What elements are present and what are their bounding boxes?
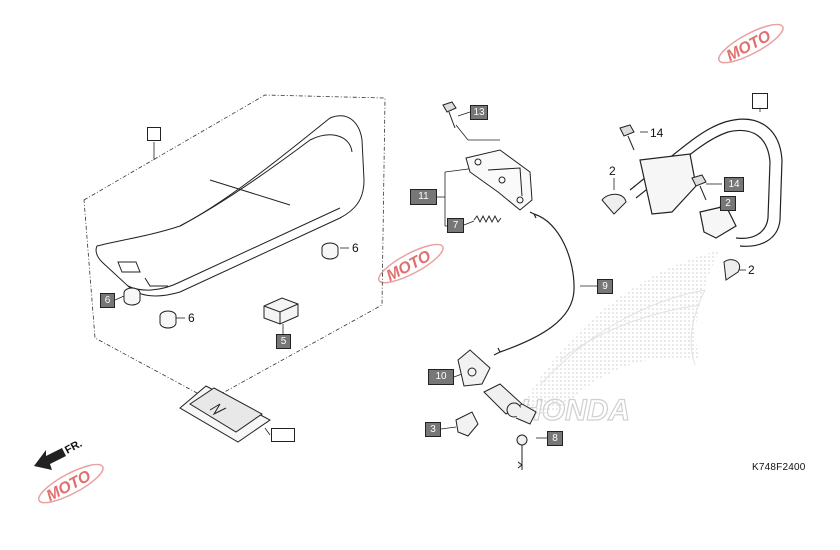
cable-bracket [457,349,491,387]
seat-clip [263,297,299,325]
end-cap [601,193,740,281]
callout-6-c: 6 [188,311,195,325]
callout-grab-rail [752,93,768,109]
bolt-14 [619,124,707,201]
callout-5: 5 [276,334,291,349]
front-arrow-icon [34,448,66,470]
callout-7: 7 [447,218,464,233]
callout-14-b: 14 [724,177,744,192]
document-bag [179,385,271,443]
callout-9: 9 [597,279,613,294]
rubber-cushion [123,242,339,329]
callout-6-a: 6 [352,241,359,255]
bolt-13 [442,101,457,129]
honda-watermark-text: HONDA [520,394,630,427]
moto-watermark-top: MOTO [718,23,784,65]
callout-2-c: 2 [748,263,755,277]
spring-7 [473,214,502,224]
callout-seat [147,127,161,141]
brand-wing-watermark: HONDA [515,250,720,428]
callout-6-b: 6 [100,293,115,308]
callout-3: 3 [425,422,441,437]
leader-lines [114,93,761,439]
callout-11: 11 [410,189,437,205]
seat-assembly-frame [83,94,386,401]
callout-8: 8 [547,431,563,446]
cable-clamp [455,411,479,437]
diagram-code: K748F2400 [752,462,806,473]
key-cylinder [483,383,537,470]
seat-lock-cable [493,211,575,356]
callout-13: 13 [470,105,488,120]
seat-drawing [95,115,365,297]
moto-watermark-middle: MOTO [378,243,444,285]
callout-document-bag [271,428,295,442]
callout-2-b: 2 [720,196,736,211]
grab-rail [629,118,783,247]
seat-lock-bracket [465,149,533,211]
callout-2-a: 2 [609,164,616,178]
callout-14-a: 14 [650,126,664,140]
callout-10: 10 [428,369,454,385]
